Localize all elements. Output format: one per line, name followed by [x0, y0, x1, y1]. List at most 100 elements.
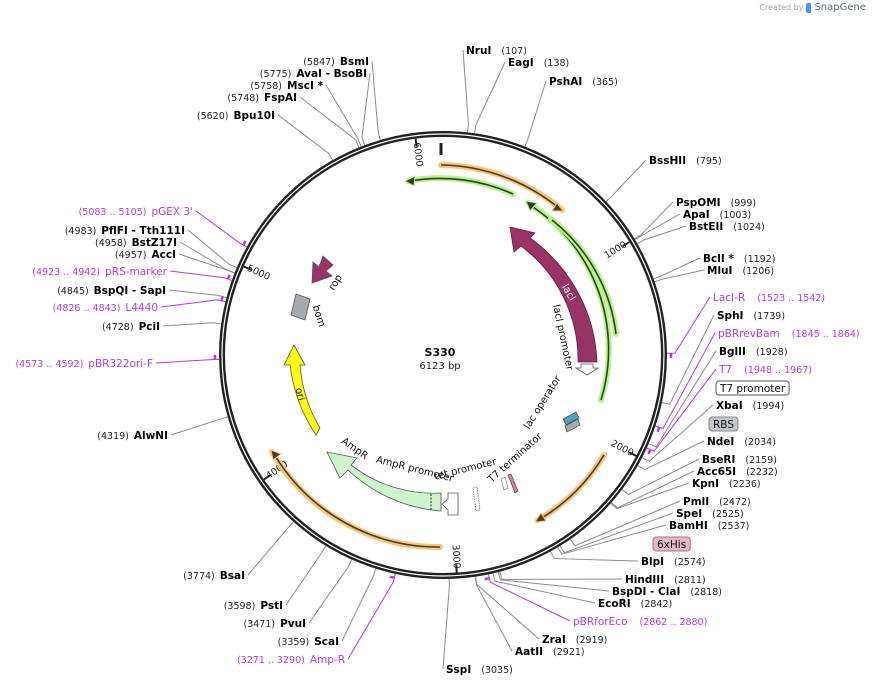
feature-laci[interactable]: lacI: [509, 226, 598, 363]
leader-lines: [155, 49, 717, 670]
primer-site[interactable]: L4440(4826 .. 4843): [53, 302, 158, 314]
enzyme-site[interactable]: PstI(3598): [224, 600, 283, 612]
primer-site[interactable]: pGEX 3'(5083 .. 5105): [79, 206, 193, 218]
leader-line: [325, 84, 362, 147]
enzyme-name: EcoRI: [598, 598, 631, 610]
enzyme-site[interactable]: BsaI(3774): [183, 570, 245, 582]
enzyme-site[interactable]: BclI *(1192): [703, 253, 775, 265]
enzyme-position: (2818): [690, 587, 722, 598]
enzyme-site[interactable]: AvaI - BsoBI(5775): [260, 68, 367, 80]
enzyme-position: (2472): [719, 497, 751, 508]
tick-mark: [455, 564, 458, 573]
enzyme-site[interactable]: BstZ17I(4958): [95, 237, 177, 249]
enzyme-site[interactable]: AlwNI(4319): [97, 430, 168, 442]
enzyme-site[interactable]: Acc65I(2232): [697, 466, 778, 478]
enzyme-site[interactable]: BlpI(2574): [641, 556, 706, 568]
enzyme-site[interactable]: MluI(1206): [707, 265, 774, 277]
feature-lac-operator[interactable]: lac operator: [522, 373, 581, 433]
enzyme-site[interactable]: XbaI(1994): [716, 400, 784, 412]
leader-line: [170, 416, 228, 436]
enzyme-site[interactable]: BspQI - SapI(4845): [57, 285, 166, 297]
enzyme-position: (1994): [753, 401, 785, 412]
enzyme-name: HindIII: [625, 574, 664, 586]
enzyme-site[interactable]: NdeI(2034): [707, 436, 776, 448]
primer-site[interactable]: pBRforEco(2862 .. 2880): [573, 616, 707, 628]
primer-name: pGEX 3': [151, 206, 193, 218]
leader-line: [247, 521, 294, 576]
enzyme-position: (5847): [303, 57, 335, 68]
enzyme-site[interactable]: HindIII(2811): [625, 574, 706, 586]
primer-site[interactable]: T7(1948 .. 1967): [718, 364, 812, 376]
primer-site[interactable]: pBR322ori-F(4573 .. 4592): [15, 358, 153, 370]
enzyme-name: BspQI - SapI: [94, 285, 166, 297]
leader-line: [641, 404, 714, 462]
enzyme-site[interactable]: BstEII(1024): [689, 221, 765, 233]
enzyme-site[interactable]: PciI(4728): [102, 321, 160, 333]
enzyme-site[interactable]: MscI *(5758): [250, 80, 323, 92]
enzyme-site[interactable]: SspI(3035): [446, 664, 513, 676]
primer-marks: [213, 240, 673, 581]
enzyme-site[interactable]: NruI(107): [466, 45, 527, 57]
leader-line: [160, 299, 226, 308]
enzyme-site[interactable]: SphI(1739): [717, 310, 785, 322]
primer-site[interactable]: LacI-R(1523 .. 1542): [713, 292, 825, 304]
leader-line: [492, 573, 596, 604]
enzyme-site[interactable]: EagI(138): [508, 57, 569, 69]
enzyme-site[interactable]: BspDI - ClaI(2818): [612, 586, 722, 598]
feature-box[interactable]: 6xHis: [652, 536, 691, 552]
primer-name: Amp-R: [310, 654, 345, 666]
enzyme-site[interactable]: PvuI (3471): [243, 618, 306, 630]
enzyme-position: (5775): [260, 69, 292, 80]
leader-line: [371, 60, 381, 141]
enzyme-site[interactable]: BseRI(2159): [702, 454, 777, 466]
enzyme-site[interactable]: BamHI(2537): [669, 520, 749, 532]
enzyme-site[interactable]: AccI(4957): [115, 249, 176, 261]
enzyme-site[interactable]: Bpu10I(5620): [197, 110, 275, 122]
leader-line: [655, 332, 716, 430]
enzyme-position: (3471): [243, 619, 275, 630]
leader-line: [621, 458, 700, 496]
enzyme-site[interactable]: BsmI(5847): [303, 56, 369, 68]
primer-site[interactable]: pRS-marker(4923 .. 4942): [32, 266, 167, 278]
enzyme-name: AatII: [515, 646, 543, 658]
enzyme-name: BsaI: [220, 570, 245, 582]
enzyme-site[interactable]: BglII(1928): [719, 346, 788, 358]
enzyme-position: (2574): [674, 557, 706, 568]
enzyme-name: ScaI: [314, 636, 339, 648]
leader-line: [168, 289, 227, 299]
enzyme-name: PvuI: [280, 618, 306, 630]
enzyme-site[interactable]: BssHII(795): [649, 155, 722, 167]
enzyme-position: (365): [592, 77, 618, 88]
feature-box[interactable]: RBS: [708, 416, 739, 432]
primer-site[interactable]: pBRrevBam(1845 .. 1864): [718, 328, 860, 340]
feature-ori[interactable]: ori: [283, 344, 321, 436]
enzyme-site[interactable]: KpnI(2236): [692, 478, 761, 490]
enzyme-site[interactable]: ApaI(1003): [683, 209, 751, 221]
enzyme-site[interactable]: EcoRI(2842): [598, 598, 672, 610]
tick-label: 3000: [449, 544, 462, 569]
enzyme-site[interactable]: AatII(2921): [515, 646, 585, 658]
enzyme-site[interactable]: FspAI(5748): [227, 92, 297, 104]
leader-line: [559, 512, 674, 554]
enzyme-name: PshAI: [549, 76, 582, 88]
feature-bom[interactable]: bom: [290, 293, 327, 328]
feature-rop[interactable]: rop: [311, 255, 345, 293]
enzyme-site[interactable]: ZraI(2919): [542, 634, 607, 646]
enzyme-site[interactable]: PflFI - Tth111I(4983): [65, 225, 185, 237]
enzyme-site[interactable]: SpeI(2525): [676, 508, 744, 520]
feature-box[interactable]: T7 promoter: [715, 380, 790, 396]
enzyme-site[interactable]: PspOMI(999): [676, 197, 756, 209]
leader-line: [557, 524, 667, 555]
site-labels: NruI(107)EagI(138) PshAI (365) BssHII(795) P…: [15, 45, 859, 676]
primer-site[interactable]: Amp-R(3271 .. 3290): [237, 654, 345, 666]
feature-box-label: RBS: [713, 419, 734, 431]
enzyme-site[interactable]: PshAI (365): [549, 76, 618, 88]
leader-line: [653, 257, 701, 280]
enzyme-site[interactable]: ScaI(3359): [278, 636, 339, 648]
primer-range: (4826 .. 4843): [53, 303, 121, 314]
snapgene-credit: Created by SnapGene: [759, 2, 866, 13]
enzyme-site[interactable]: PmlI(2472): [683, 496, 751, 508]
primer-mark: [220, 295, 224, 302]
